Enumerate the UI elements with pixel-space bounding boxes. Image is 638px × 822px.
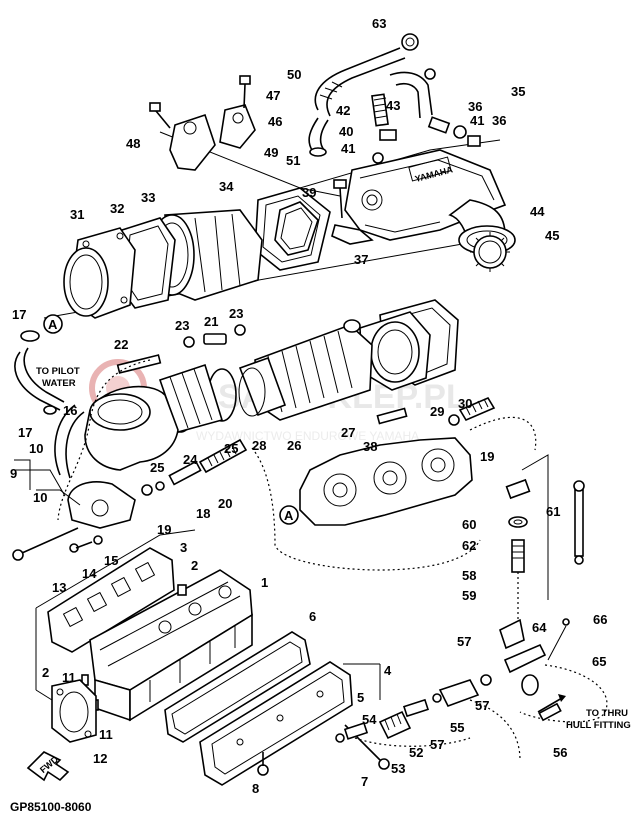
callout-6: 6 — [309, 609, 316, 624]
callout-40: 40 — [339, 124, 353, 139]
callout-48: 48 — [126, 136, 140, 151]
callout-13: 13 — [52, 580, 66, 595]
callout-53: 53 — [391, 761, 405, 776]
callout-55: 55 — [450, 720, 464, 735]
note-thru-hull-line1: TO THRU — [586, 708, 628, 719]
callout-51: 51 — [286, 153, 300, 168]
callout-17: 17 — [12, 307, 26, 322]
callout-9: 9 — [10, 466, 17, 481]
marker-a-bottom-label: A — [284, 508, 294, 523]
callout-16: 16 — [63, 403, 77, 418]
callout-23: 23 — [229, 306, 243, 321]
callout-56: 56 — [553, 745, 567, 760]
callout-14: 14 — [82, 566, 97, 581]
callout-19: 19 — [157, 522, 171, 537]
callout-44: 44 — [530, 204, 545, 219]
callout-7: 7 — [361, 774, 368, 789]
callout-27: 27 — [341, 425, 355, 440]
callout-62: 62 — [462, 538, 476, 553]
callout-64: 64 — [532, 620, 547, 635]
callout-28: 28 — [252, 438, 266, 453]
callout-46: 46 — [268, 114, 282, 129]
callout-57: 57 — [475, 698, 489, 713]
note-thru-hull-line2: HULL FITTING — [566, 720, 631, 731]
marker-a-top-label: A — [48, 317, 58, 332]
callout-1: 1 — [261, 575, 268, 590]
callout-33: 33 — [141, 190, 155, 205]
callout-59: 59 — [462, 588, 476, 603]
callout-10: 10 — [29, 441, 43, 456]
callout-34: 34 — [219, 179, 234, 194]
muffler-group — [14, 299, 537, 571]
callout-17: 17 — [18, 425, 32, 440]
callout-5: 5 — [357, 690, 364, 705]
callout-42: 42 — [336, 103, 350, 118]
callout-30: 30 — [458, 396, 472, 411]
exhaust-chamber-group: YAMAHA — [43, 33, 516, 319]
note-to-pilot-line1: TO PILOT — [36, 366, 80, 377]
callout-66: 66 — [593, 612, 607, 627]
callout-21: 21 — [204, 314, 218, 329]
callout-36: 36 — [468, 99, 482, 114]
callout-12: 12 — [93, 751, 107, 766]
callout-20: 20 — [218, 496, 232, 511]
reference-marker-a-bottom: A — [279, 505, 299, 525]
callout-36: 36 — [492, 113, 506, 128]
fwd-arrow-icon: FWD — [26, 751, 70, 782]
water-line-group — [335, 454, 608, 761]
note-to-pilot-water: TO PILOT WATER — [36, 366, 80, 389]
callout-18: 18 — [196, 506, 210, 521]
callout-52: 52 — [409, 745, 423, 760]
callout-25: 25 — [224, 441, 238, 456]
callout-60: 60 — [462, 517, 476, 532]
callout-10: 10 — [33, 490, 47, 505]
callout-63: 63 — [372, 16, 386, 31]
callout-26: 26 — [287, 438, 301, 453]
callout-8: 8 — [252, 781, 259, 796]
callout-50: 50 — [287, 67, 301, 82]
callout-3: 3 — [180, 540, 187, 555]
callout-15: 15 — [104, 553, 118, 568]
callout-11: 11 — [62, 670, 76, 685]
callout-25: 25 — [150, 460, 164, 475]
callout-2: 2 — [191, 558, 198, 573]
callout-24: 24 — [183, 452, 198, 467]
callout-58: 58 — [462, 568, 476, 583]
note-to-thru-hull: TO THRU HULL FITTING — [566, 708, 631, 731]
callout-31: 31 — [70, 207, 84, 222]
note-to-pilot-line2: WATER — [42, 378, 76, 389]
callout-2: 2 — [42, 665, 49, 680]
reference-marker-a-top: A — [43, 314, 63, 334]
callout-29: 29 — [430, 404, 444, 419]
callout-47: 47 — [266, 88, 280, 103]
callout-39: 39 — [302, 185, 316, 200]
callout-41: 41 — [341, 141, 355, 156]
callout-57: 57 — [430, 737, 444, 752]
exhaust-manifold-group: FWD — [12, 527, 390, 786]
drawing-code: GP85100-8060 — [10, 800, 92, 814]
callout-45: 45 — [545, 228, 559, 243]
watermark-tagline: WYDAWNICTWO ENDUROWE YAMAHA — [196, 429, 419, 443]
callout-32: 32 — [110, 201, 124, 216]
callout-43: 43 — [386, 98, 400, 113]
callout-65: 65 — [592, 654, 606, 669]
callout-61: 61 — [546, 504, 560, 519]
callout-37: 37 — [354, 252, 368, 267]
callout-22: 22 — [114, 337, 128, 352]
callout-23: 23 — [175, 318, 189, 333]
callout-38: 38 — [363, 439, 377, 454]
callout-54: 54 — [362, 712, 377, 727]
callout-49: 49 — [264, 145, 278, 160]
callout-11: 11 — [99, 727, 113, 742]
callout-19: 19 — [480, 449, 494, 464]
callout-41: 41 — [470, 113, 484, 128]
callout-35: 35 — [511, 84, 525, 99]
callout-57: 57 — [457, 634, 471, 649]
callout-4: 4 — [384, 663, 392, 678]
